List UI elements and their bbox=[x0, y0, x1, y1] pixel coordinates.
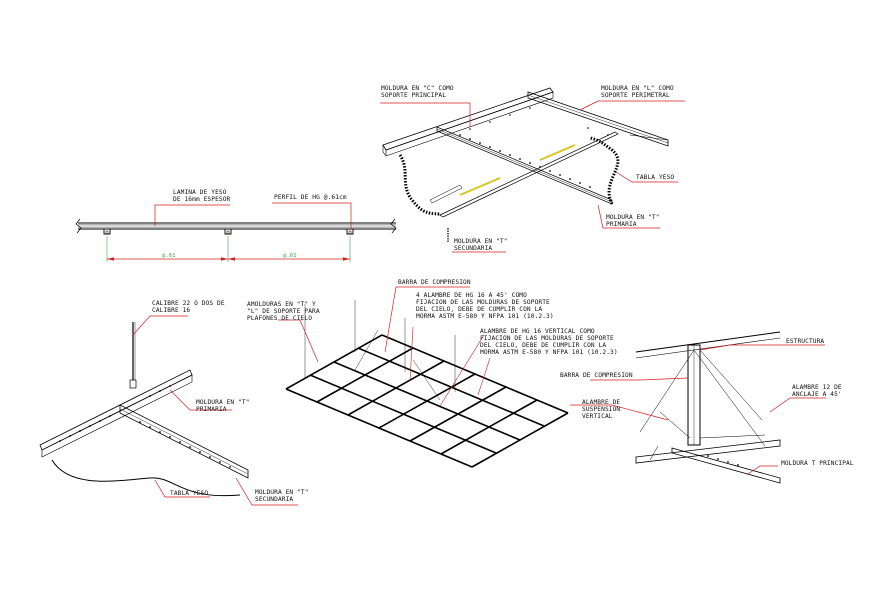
label-cumplir: DEL CIELO, DEBE DE CUMPLIR CON LA bbox=[416, 306, 542, 313]
ceiling-grid-detail: AMOLDURAS EN "T" Y "L" DE SOPORTE PARA P… bbox=[247, 279, 618, 468]
ceiling-iso-detail-top: MOLDURA EN "C" COMO SOPORTE PRINCIPAL MO… bbox=[380, 85, 685, 253]
label-primaria: PRIMARIA bbox=[606, 221, 637, 228]
label-secundaria: SECUNDARIA bbox=[255, 496, 293, 503]
label-suspension: SUSPENSION bbox=[582, 406, 620, 413]
label-alambre-12: ALAMBRE 12 DE bbox=[792, 384, 842, 391]
label-alambre-vertical: ALAMBRE DE HG 16 VERTICAL COMO bbox=[480, 328, 595, 335]
dimension-label: @.61 bbox=[162, 253, 176, 259]
label-cumplir-vertical: DEL CIELO, DEBE DE CUMPLIR CON LA bbox=[480, 342, 606, 349]
label-estructura: ESTRUCTURA bbox=[786, 338, 824, 345]
seismic-bracing-detail: ESTRUCTURA BARRA DE COMPRESION ALAMBRE 1… bbox=[560, 331, 854, 484]
hg-profile bbox=[102, 228, 113, 235]
label-primaria: PRIMARIA bbox=[196, 406, 227, 413]
label-secundaria: SECUNDARIA bbox=[454, 245, 492, 252]
label-moldura-t-primaria: MOLDURA EN "T" bbox=[196, 399, 250, 406]
label-alambre-45: 4 ALAMBRE DE HG 16 A 45' COMO bbox=[416, 292, 527, 299]
label-barra-compresion: BARRA DE COMPRESION bbox=[398, 279, 471, 286]
label-moldura-t-principal: MOLDURA T PRINCIPAL bbox=[781, 460, 854, 467]
tee-connection-detail: CALIBRE 22 O DOS DE CALIBRE 16 MOLDURA E… bbox=[39, 300, 309, 506]
label-tabla-yeso: TABLA YESO bbox=[636, 174, 674, 181]
label-alambre-de: ALAMBRE DE bbox=[582, 399, 620, 406]
ceiling-section-detail: @.61 @.61 LAMINA DE YESO DE 16mm ESPESOR… bbox=[75, 189, 397, 262]
label-fijacion: FIJACION DE LAS MOLDURAS DE SOPORTE bbox=[416, 299, 550, 306]
label-barra-compresion: BARRA DE COMPRESION bbox=[560, 372, 633, 379]
label-moldura-l: MOLDURA EN "L" COMO bbox=[601, 85, 674, 92]
hg-profile bbox=[223, 228, 234, 235]
label-anclaje: ANCLAJE A 45' bbox=[792, 391, 842, 398]
label-tabla-yeso: TABLA YESO bbox=[170, 490, 208, 497]
label-perfil-hg: PERFIL DE HG @.61cm bbox=[274, 194, 347, 201]
label-moldura-c: MOLDURA EN "C" COMO bbox=[381, 85, 454, 92]
hg-profile bbox=[345, 228, 356, 235]
label-lamina-espesor: DE 16mm ESPESOR bbox=[173, 196, 231, 203]
label-moldura-t-secundaria: MOLDURA EN "T" bbox=[454, 238, 508, 245]
label-moldura-t: MOLDURA EN "T" bbox=[255, 489, 309, 496]
label-norma: MORMA ASTM E-580 Y NFPA 101 (10.2.3) bbox=[416, 313, 554, 320]
label-fijacion-vertical: FIJACION DE LAS MOLDURAS DE SOPORTE bbox=[480, 335, 614, 342]
label-soporte-principal: SOPORTE PRINCIPAL bbox=[381, 92, 446, 99]
label-lamina-yeso: LAMINA DE YESO bbox=[173, 189, 227, 196]
label-soporte-perimetral: SOPORTE PERIMETRAL bbox=[601, 92, 670, 99]
label-calibre-16: CALIBRE 16 bbox=[152, 307, 190, 314]
label-calibre: CALIBRE 22 O DOS DE bbox=[152, 300, 225, 307]
dimension-line: @.61 @.61 bbox=[106, 236, 351, 262]
label-amolduras: AMOLDURAS EN "T" Y bbox=[247, 301, 316, 308]
label-vertical: VERTICAL bbox=[582, 413, 613, 420]
label-norma-vertical: MORMA ASTM E-580 Y NFPA 101 (10.2.3) bbox=[480, 349, 618, 356]
label-moldura-t-primaria: MOLDURA EN "T" bbox=[606, 214, 660, 221]
label-l-soporte: "L" DE SOPORTE PARA bbox=[247, 308, 320, 315]
label-plafones: PLAFONES DE CIELO bbox=[247, 315, 312, 322]
dimension-label: @.61 bbox=[283, 253, 297, 259]
